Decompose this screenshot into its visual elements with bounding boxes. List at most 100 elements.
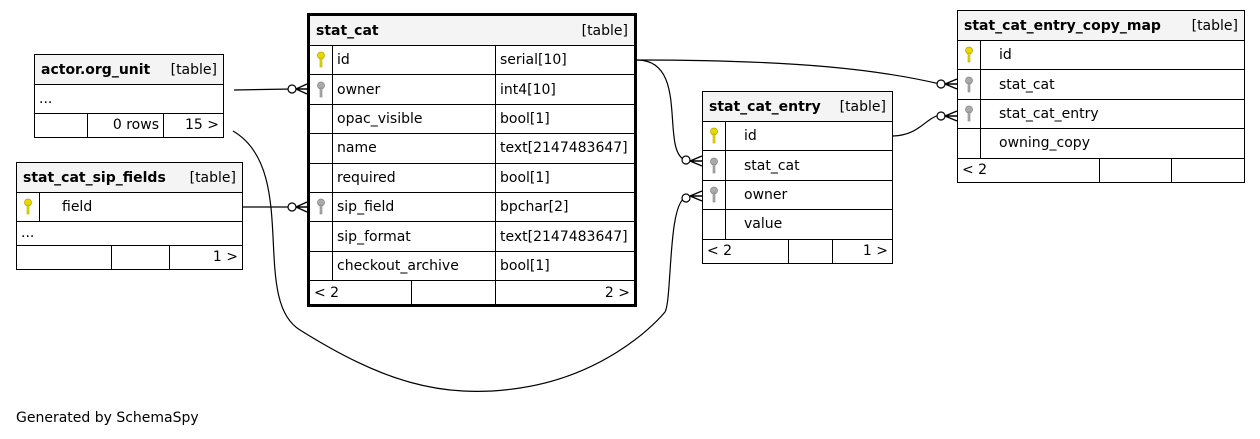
table-footer: 1 > [17, 244, 242, 269]
primary-key-icon [703, 122, 725, 150]
ellipsis-row: ... [17, 220, 242, 245]
footer-right [1171, 158, 1244, 182]
table-stat-cat-sip-fields[interactable]: stat_cat_sip_fields [table] field ... 1 … [16, 162, 243, 270]
table-name: stat_cat [316, 22, 379, 39]
column-name: owning_copy [980, 129, 1094, 158]
table-header: stat_cat [table] [310, 16, 634, 45]
blank-icon [310, 222, 332, 250]
foreign-key-icon [703, 181, 725, 209]
column-type: int4[10] [495, 75, 634, 104]
footer-mid [411, 281, 495, 305]
column-row[interactable]: opac_visible bool[1] [310, 103, 634, 134]
footer-children-link[interactable]: 1 > [832, 239, 892, 263]
footer-mid [1099, 158, 1171, 182]
table-name: stat_cat_entry [709, 98, 821, 115]
column-name: sip_field [332, 192, 398, 222]
foreign-key-icon [958, 100, 980, 128]
column-row[interactable]: id [958, 40, 1244, 70]
column-row[interactable]: owning_copy [958, 128, 1244, 158]
column-type: text[2147483647] [495, 134, 634, 163]
blank-icon [958, 129, 980, 157]
footer-left [35, 114, 87, 137]
column-row[interactable]: stat_cat [703, 150, 892, 180]
crows-foot [944, 78, 958, 90]
table-tag: [table] [581, 22, 628, 39]
edge-stat-cat-id-entry-stat-cat [636, 59, 686, 161]
blank-icon [310, 134, 332, 162]
blank-icon [310, 105, 332, 133]
foreign-key-icon [703, 151, 725, 179]
table-name: stat_cat_entry_copy_map [964, 17, 1161, 34]
footer-rows: 0 rows [87, 113, 163, 137]
column-name: opac_visible [332, 104, 426, 134]
table-header: stat_cat_entry_copy_map [table] [958, 11, 1244, 40]
footer-parents-link[interactable]: < 2 [707, 243, 733, 260]
table-tag: [table] [189, 169, 236, 186]
footer-mid [788, 239, 832, 263]
column-name: name [332, 134, 381, 163]
table-tag: [table] [1191, 17, 1238, 34]
crows-foot [689, 190, 703, 202]
table-tag: [table] [170, 61, 217, 78]
crows-foot [295, 83, 308, 95]
table-actor-org-unit[interactable]: actor.org_unit [table] ... 0 rows 15 > [34, 54, 224, 138]
column-row[interactable]: owner [703, 179, 892, 210]
column-type: bool[1] [495, 104, 634, 134]
table-name: stat_cat_sip_fields [23, 169, 166, 186]
edge-end-circle [681, 193, 691, 203]
column-row[interactable]: stat_cat [958, 69, 1244, 99]
table-footer: 0 rows 15 > [35, 112, 223, 137]
footer-left [17, 246, 111, 269]
column-row[interactable]: owner int4[10] [310, 74, 634, 104]
column-type: serial[10] [495, 46, 634, 75]
blank-icon [703, 210, 725, 238]
table-tag: [table] [839, 98, 886, 115]
table-footer: < 2 2 > [310, 280, 634, 305]
primary-key-icon [310, 46, 332, 74]
footer-children-link[interactable]: 2 > [495, 281, 634, 305]
column-name: owner [332, 75, 384, 104]
edge-org-unit-stat-cat-owner [233, 88, 293, 91]
footer-children-link[interactable]: 15 > [163, 113, 223, 137]
column-row[interactable]: id serial[10] [310, 45, 634, 75]
column-type: bool[1] [495, 163, 634, 192]
column-type: text[2147483647] [495, 222, 634, 251]
edge-org-unit-stat-cat-entry-owner [232, 130, 686, 392]
column-row[interactable]: field [17, 192, 242, 221]
table-footer: < 2 1 > [703, 238, 892, 263]
blank-icon [310, 164, 332, 192]
blank-icon [310, 252, 332, 280]
column-name: id [332, 46, 354, 75]
table-header: actor.org_unit [table] [35, 55, 223, 84]
crows-foot [689, 155, 703, 167]
column-name: stat_cat_entry [980, 99, 1103, 129]
edge-end-circle [681, 155, 691, 165]
column-row[interactable]: stat_cat_entry [958, 98, 1244, 129]
primary-key-icon [17, 193, 39, 221]
primary-key-icon [958, 41, 980, 69]
table-stat-cat[interactable]: stat_cat [table] id serial[10] owner int4[1… [307, 13, 637, 308]
edge-end-circle [936, 111, 946, 121]
footer-children-link[interactable]: 1 > [169, 245, 242, 269]
edge-end-circle [287, 202, 297, 212]
column-name: stat_cat [725, 151, 804, 180]
column-name: value [725, 210, 786, 239]
crows-foot [295, 201, 308, 213]
column-row[interactable]: name text[2147483647] [310, 133, 634, 163]
foreign-key-icon [310, 193, 332, 221]
footer-parents-link[interactable]: < 2 [314, 284, 340, 301]
footer-parents-link[interactable]: < 2 [962, 162, 988, 179]
column-name: field [39, 193, 96, 221]
column-row[interactable]: value [703, 209, 892, 239]
column-row[interactable]: id [703, 121, 892, 151]
edge-stat-cat-id-copy-map-stat-cat [636, 59, 941, 85]
